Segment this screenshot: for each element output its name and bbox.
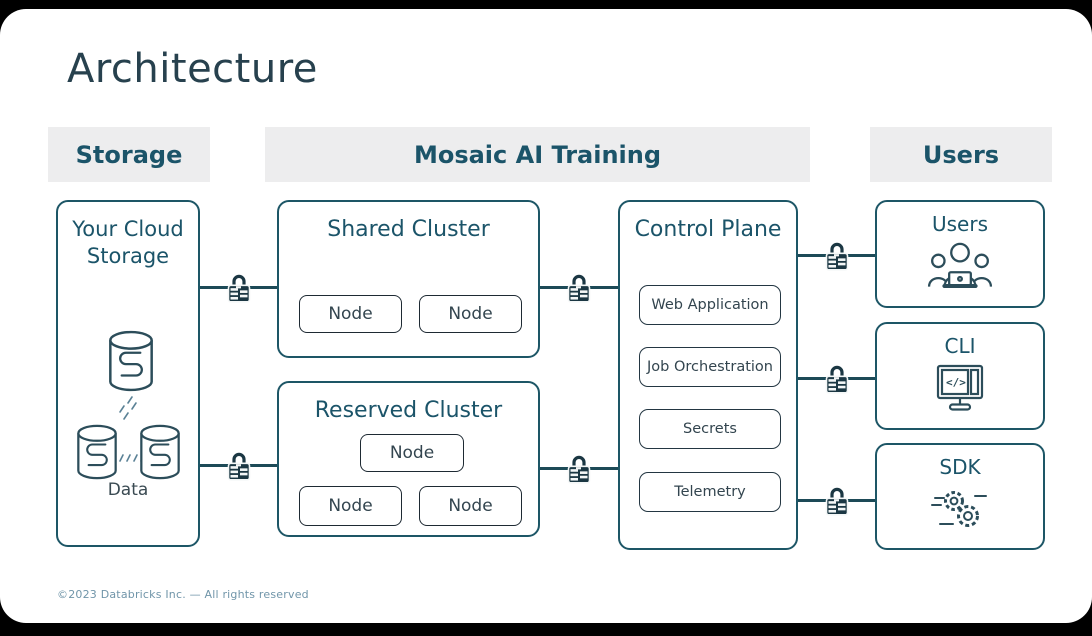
shared-cluster-title: Shared Cluster bbox=[327, 217, 490, 242]
header-mosaic-ai-training: Mosaic AI Training bbox=[265, 127, 810, 182]
node-label: Node bbox=[328, 304, 373, 324]
connector-control-sdk bbox=[798, 487, 875, 516]
your-cloud-storage-box: Your Cloud Storage Data bbox=[56, 200, 200, 547]
node-label: Node bbox=[448, 304, 493, 324]
users-box-title: Users bbox=[931, 212, 988, 236]
copyright-footer: ©2023 Databricks Inc. — All rights reser… bbox=[57, 588, 309, 601]
connector-storage-shared bbox=[200, 274, 277, 303]
header-storage-label: Storage bbox=[75, 140, 183, 169]
lock-icon bbox=[825, 487, 848, 516]
control-plane-title: Control Plane bbox=[634, 217, 782, 242]
lock-icon bbox=[825, 365, 848, 394]
control-plane-box: Control Plane Web Application Job Orches… bbox=[618, 200, 798, 550]
lock-icon bbox=[227, 274, 250, 303]
connector-storage-reserved bbox=[200, 452, 277, 481]
node-label: Node bbox=[328, 496, 373, 516]
header-storage: Storage bbox=[48, 127, 210, 182]
service-box-web-application: Web Application bbox=[639, 285, 781, 325]
connector-reserved-control bbox=[540, 455, 618, 484]
sdk-box-title: SDK bbox=[939, 455, 981, 479]
sdk-box: SDK bbox=[875, 443, 1045, 550]
database-cylinder-icon bbox=[109, 330, 153, 392]
service-label: Secrets bbox=[683, 420, 737, 437]
service-box-job-orchestration: Job Orchestration bbox=[639, 347, 781, 387]
node-label: Node bbox=[389, 443, 435, 463]
dashed-link-icon bbox=[119, 396, 137, 420]
connector-control-cli bbox=[798, 365, 875, 394]
service-box-secrets: Secrets bbox=[639, 409, 781, 449]
people-laptop-icon bbox=[927, 242, 993, 288]
gears-icon bbox=[931, 491, 987, 527]
header-users: Users bbox=[870, 127, 1052, 182]
node-box: Node bbox=[299, 486, 402, 526]
reserved-cluster-title: Reserved Cluster bbox=[314, 398, 503, 423]
shared-cluster-box: Shared Cluster Node Node bbox=[277, 200, 540, 358]
your-cloud-storage-title: Your Cloud Storage bbox=[72, 217, 184, 269]
reserved-cluster-box: Reserved Cluster Node Node Node bbox=[277, 381, 540, 537]
node-box: Node bbox=[360, 434, 464, 472]
users-box: Users bbox=[875, 200, 1045, 308]
node-box: Node bbox=[419, 295, 522, 333]
service-box-telemetry: Telemetry bbox=[639, 472, 781, 512]
page-title: Architecture bbox=[67, 46, 318, 92]
data-label: Data bbox=[107, 480, 149, 500]
node-box: Node bbox=[419, 486, 522, 526]
lock-icon bbox=[567, 274, 591, 303]
lock-icon bbox=[567, 455, 591, 484]
service-label: Telemetry bbox=[674, 483, 746, 500]
service-label: Web Application bbox=[651, 296, 769, 313]
database-cylinder-icon bbox=[77, 424, 117, 480]
node-box: Node bbox=[299, 295, 402, 333]
code-monitor-icon: </> bbox=[936, 364, 984, 411]
service-label: Job Orchestration bbox=[647, 358, 773, 375]
connector-shared-control bbox=[540, 274, 618, 303]
database-cylinder-icon bbox=[140, 424, 180, 480]
connector-control-users bbox=[798, 242, 875, 271]
lock-icon bbox=[227, 452, 250, 481]
svg-text:</>: </> bbox=[946, 376, 966, 389]
cli-box: CLI </> bbox=[875, 322, 1045, 430]
lock-icon bbox=[825, 242, 848, 271]
header-users-label: Users bbox=[922, 140, 1000, 169]
cli-box-title: CLI bbox=[944, 334, 976, 358]
header-mosaic-ai-training-label: Mosaic AI Training bbox=[413, 140, 662, 169]
node-label: Node bbox=[448, 496, 493, 516]
